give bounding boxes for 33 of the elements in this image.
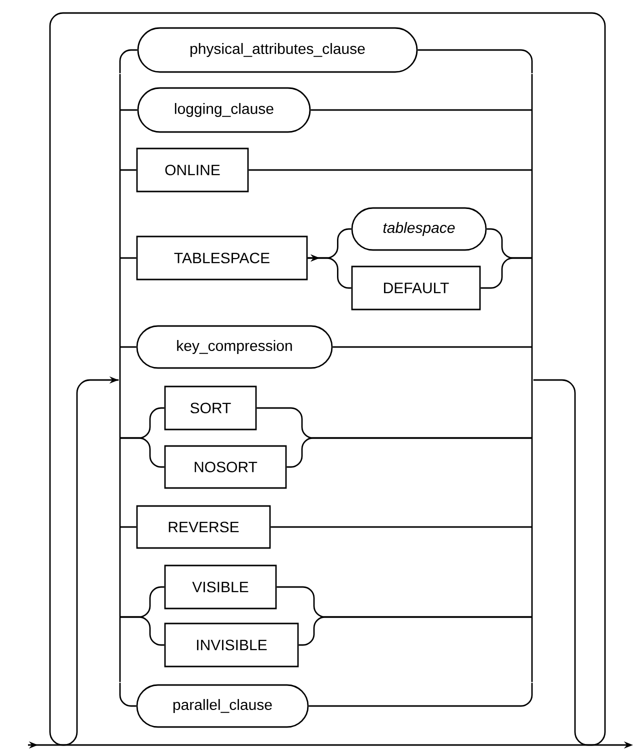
track-line xyxy=(119,682,136,707)
clause-box: tablespace xyxy=(351,207,487,251)
track-line xyxy=(120,346,136,348)
track-line xyxy=(120,616,164,646)
keyword-box: ONLINE xyxy=(136,148,249,192)
track-line xyxy=(119,49,138,74)
clause-box: logging_clause xyxy=(137,87,311,133)
track-line xyxy=(286,437,532,468)
track-line xyxy=(308,682,533,707)
track-line xyxy=(120,109,138,111)
keyword-box: INVISIBLE xyxy=(164,622,299,668)
keyword-box: NOSORT xyxy=(164,445,287,489)
track-line xyxy=(310,109,532,111)
keyword-box: SORT xyxy=(164,386,257,430)
track-line xyxy=(120,257,136,259)
track-line xyxy=(120,437,164,468)
track-line xyxy=(332,346,532,348)
keyword-box: VISIBLE xyxy=(164,564,277,610)
keyword-box: REVERSE xyxy=(136,505,271,549)
track-line xyxy=(120,169,136,171)
track-line xyxy=(298,616,532,646)
track-line xyxy=(120,526,136,528)
clause-box: parallel_clause xyxy=(136,684,309,728)
keyword-box: DEFAULT xyxy=(351,266,481,310)
arrow xyxy=(308,254,352,289)
track-line xyxy=(248,169,532,171)
track-line xyxy=(418,49,533,74)
track-line xyxy=(270,526,532,528)
track-line xyxy=(480,257,532,289)
keyword-box: TABLESPACE xyxy=(136,236,308,280)
arrow xyxy=(49,12,606,746)
clause-box: physical_attributes_clause xyxy=(137,27,418,73)
clause-box: key_compression xyxy=(136,325,333,369)
